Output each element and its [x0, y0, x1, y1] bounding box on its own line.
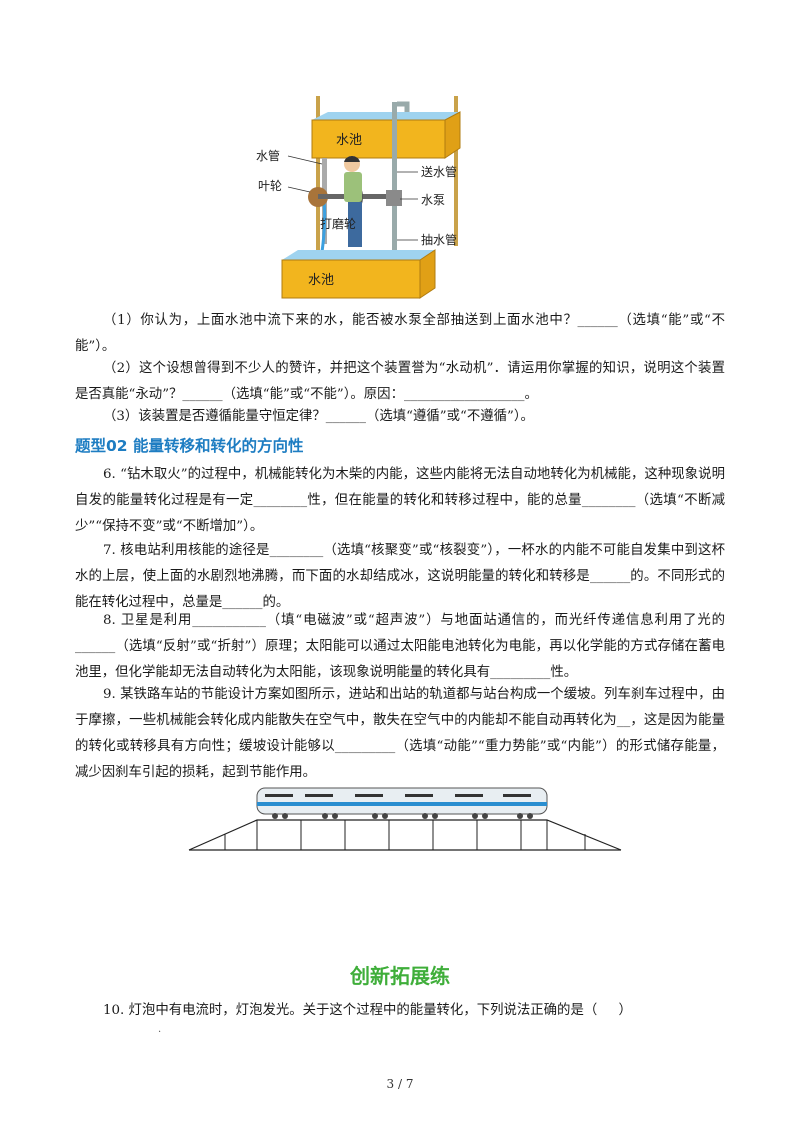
pump-shape	[386, 190, 402, 206]
train-shape	[256, 787, 548, 815]
q5-sub3: （3）该装置是否遵循能量守恒定律？______（选填“遵循”或“不遵循”）。	[103, 409, 534, 424]
q5-sub2: （2）这个设想曾得到不少人的赞许，并把这个装置誉为“水动机”．请运用你掌握的知识…	[75, 361, 725, 402]
section-title-innovation: 创新拓展练	[350, 964, 450, 988]
delivery-pipe-label: 送水管	[421, 164, 457, 179]
question-7: 7. 核电站利用核能的途径是________（选填“核聚变”或“核裂变”），一杯…	[75, 543, 725, 610]
water-machine-figure: 水池 水池 水管 叶轮 送水管 水泵 打磨轮 抽水管	[256, 96, 461, 299]
question-6: 6. “钻木取火”的过程中，机械能转化为木柴的内能，这些内能将无法自动地转化为机…	[75, 467, 725, 534]
impeller-label: 叶轮	[258, 179, 282, 193]
stray-mark: .	[158, 1024, 162, 1035]
pump-label: 水泵	[421, 193, 445, 207]
track-slope	[188, 819, 622, 851]
q5-sub1: （1）你认为，上面水池中流下来的水，能否被水泵全部抽送到上面水池中？______…	[75, 313, 725, 354]
bottom-pool-label: 水池	[308, 273, 334, 288]
bottom-pool	[281, 259, 421, 299]
page-number: 3 / 7	[386, 1077, 414, 1091]
grinding-wheel-label: 打磨轮	[320, 217, 356, 231]
water-pipe-label: 水管	[256, 148, 280, 163]
question-10: 10. 灯泡中有电流时，灯泡发光。关于这个过程中的能量转化，下列说法正确的是（ …	[103, 1003, 632, 1018]
section-heading-type02: 题型02 能量转移和转化的方向性	[75, 437, 304, 455]
question-9: 9. 某铁路车站的节能设计方案如图所示，进站和出站的轨道都与站台构成一个缓坡。列…	[75, 687, 725, 780]
question-8: 8. 卫星是利用___________（填“电磁波”或“超声波”）与地面站通信的…	[75, 613, 725, 680]
suction-pipe-label: 抽水管	[421, 232, 457, 247]
top-pool	[311, 119, 446, 159]
top-pool-label: 水池	[336, 133, 362, 148]
railway-station-figure	[188, 787, 622, 851]
